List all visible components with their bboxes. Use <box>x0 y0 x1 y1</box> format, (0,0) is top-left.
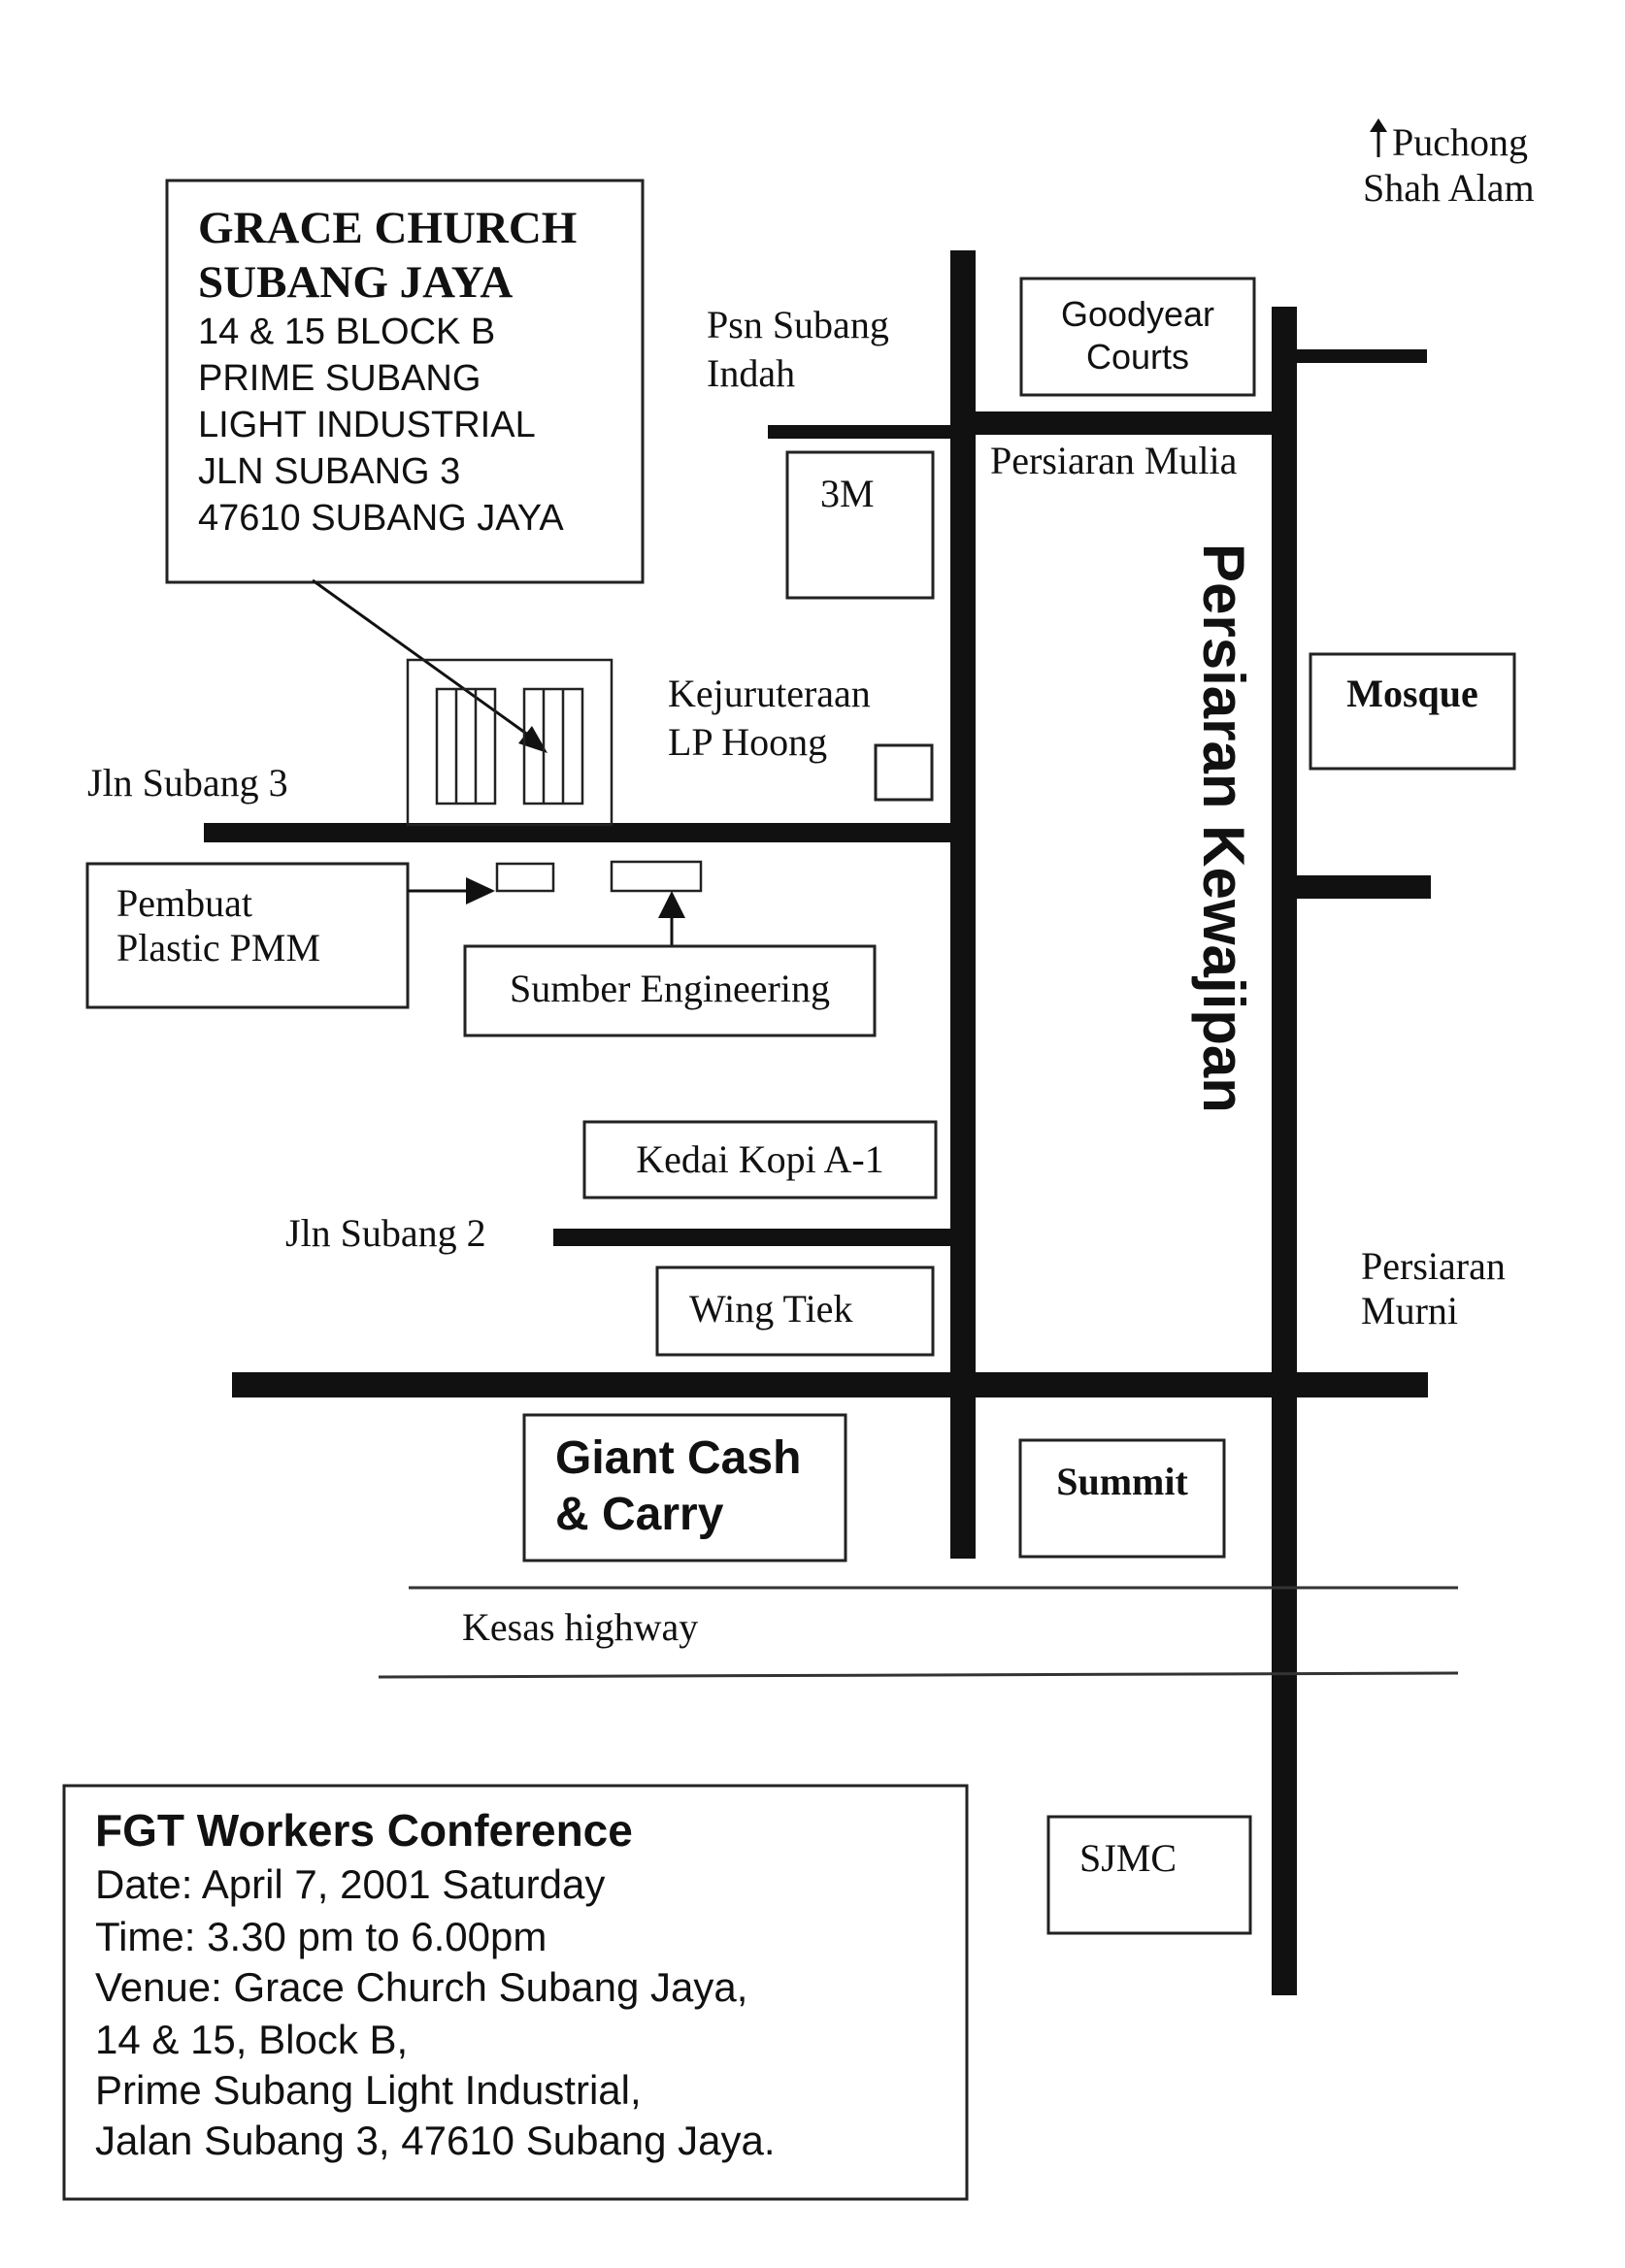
direction-puchong: Puchong <box>1392 120 1528 164</box>
road-vertical-left <box>950 250 976 1559</box>
road-psn-subang-indah <box>768 425 958 439</box>
landmark-kedai-kopi: Kedai Kopi A-1 <box>582 1120 938 1200</box>
church-address-line: 47610 SUBANG JAYA <box>198 498 564 539</box>
road-persiaran-kewajipan <box>1272 307 1297 1995</box>
church-pointer-arrow <box>312 578 547 753</box>
church-title-line2: SUBANG JAYA <box>198 257 513 308</box>
label-mosque: Mosque <box>1346 672 1478 715</box>
event-line: Time: 3.30 pm to 6.00pm <box>95 1914 547 1959</box>
label-kedai-kopi: Kedai Kopi A-1 <box>636 1137 884 1181</box>
church-address-line: 14 & 15 BLOCK B <box>198 312 495 352</box>
up-arrow-icon <box>1370 118 1387 157</box>
landmark-sumber-engineering: Sumber Engineering <box>463 944 877 1037</box>
label-and-carry: & Carry <box>555 1489 724 1540</box>
landmark-goodyear-courts: Goodyear Courts <box>1019 277 1256 397</box>
label-jln-subang-3: Jln Subang 3 <box>87 761 288 805</box>
label-persiaran-murni: Persiaran <box>1361 1244 1506 1288</box>
landmark-sjmc: SJMC <box>1046 1815 1252 1935</box>
road-network <box>204 250 1459 1995</box>
church-address-line: PRIME SUBANG <box>198 358 481 399</box>
event-line: Jalan Subang 3, 47610 Subang Jaya. <box>95 2118 776 2163</box>
label-courts: Courts <box>1086 337 1189 377</box>
road-stub-top-right <box>1295 349 1427 363</box>
landmark-pembuat-plastic-pmm: Pembuat Plastic PMM <box>85 862 410 1009</box>
direction-indicator: Puchong Shah Alam <box>1363 118 1535 210</box>
pembuat-pointer-arrow <box>408 877 495 904</box>
label-giant-cash: Giant Cash <box>555 1432 801 1484</box>
landmark-summit: Summit <box>1018 1438 1226 1559</box>
road-persiaran-mulia <box>971 411 1281 435</box>
label-kejuruteraan: Kejuruteraan <box>668 672 871 715</box>
label-sjmc: SJMC <box>1079 1836 1177 1880</box>
label-plastic-pmm: Plastic PMM <box>116 926 320 970</box>
church-building <box>406 658 614 827</box>
label-kesas-highway: Kesas highway <box>462 1605 698 1649</box>
church-title-line1: GRACE CHURCH <box>198 203 577 253</box>
sumber-pointer-arrow <box>658 891 685 946</box>
label-psn-subang-indah: Psn Subang <box>707 303 889 346</box>
event-line: 14 & 15, Block B, <box>95 2017 408 2062</box>
event-info-box: FGT Workers Conference Date: April 7, 20… <box>62 1784 969 2201</box>
label-persiaran-murni: Murni <box>1361 1289 1458 1332</box>
building-sumber <box>610 860 703 893</box>
event-line: Venue: Grace Church Subang Jaya, <box>95 1964 747 2010</box>
label-persiaran-kewajipan: Persiaran Kewajipan <box>1191 543 1256 1113</box>
direction-shah-alam: Shah Alam <box>1363 166 1535 210</box>
road-persiaran-murni <box>232 1372 1428 1397</box>
church-address-line: LIGHT INDUSTRIAL <box>198 405 536 445</box>
landmark-mosque: Mosque <box>1309 652 1516 771</box>
label-3m: 3M <box>820 472 875 515</box>
label-summit: Summit <box>1056 1460 1188 1503</box>
building-pembuat <box>495 862 555 893</box>
label-sumber-engineering: Sumber Engineering <box>510 967 830 1010</box>
label-pembuat: Pembuat <box>116 881 252 925</box>
landmark-wing-tiek: Wing Tiek <box>655 1265 935 1357</box>
church-address-line: JLN SUBANG 3 <box>198 451 460 492</box>
label-lp-hoong: LP Hoong <box>668 720 827 764</box>
event-line: Prime Subang Light Industrial, <box>95 2067 642 2113</box>
road-stub-middle-right <box>1295 875 1431 899</box>
label-jln-subang-2: Jln Subang 2 <box>285 1211 486 1255</box>
road-jln-subang-3 <box>204 823 956 842</box>
road-jln-subang-2 <box>553 1229 953 1246</box>
landmark-giant-cash-carry: Giant Cash & Carry <box>522 1413 847 1562</box>
church-info-box: GRACE CHURCH SUBANG JAYA 14 & 15 BLOCK B… <box>165 179 645 584</box>
label-persiaran-mulia: Persiaran Mulia <box>990 439 1238 482</box>
event-title: FGT Workers Conference <box>95 1805 633 1856</box>
label-wing-tiek: Wing Tiek <box>689 1287 852 1331</box>
landmark-lp-hoong-building <box>874 743 934 802</box>
label-goodyear: Goodyear <box>1061 294 1214 334</box>
label-psn-subang-indah: Indah <box>707 351 795 395</box>
kesas-highway-line-bottom <box>378 1671 1459 1679</box>
event-line: Date: April 7, 2001 Saturday <box>95 1861 605 1907</box>
landmark-3m: 3M <box>785 450 935 600</box>
